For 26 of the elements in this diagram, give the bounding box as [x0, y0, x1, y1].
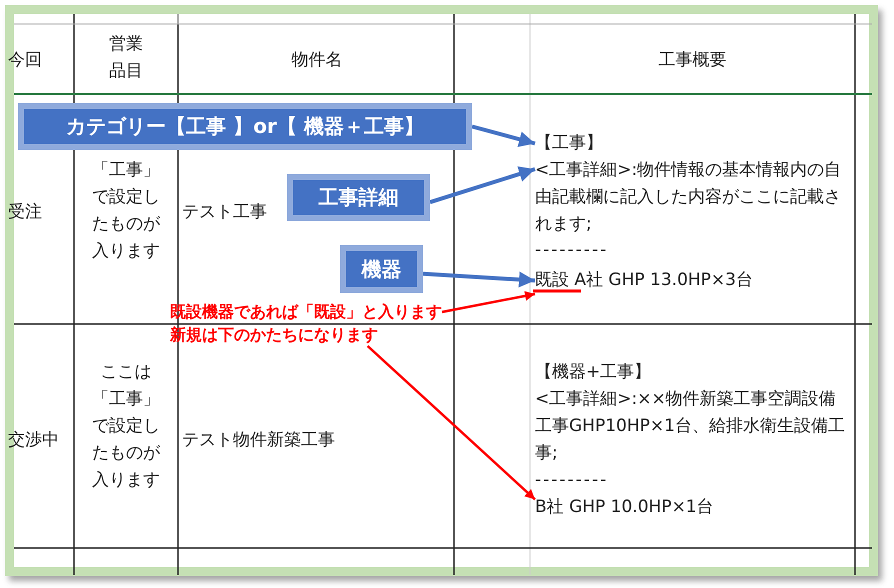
header-text: 物件名 — [290, 49, 344, 72]
callout-box: 機器 — [340, 245, 423, 293]
cell-text: 既設 A社 GHP 13.0HP×3台 — [535, 267, 753, 294]
detail-text: <工事詳細>:××物件新築工事空調設備工事GHP10HP×1台、給排水衛生設備工事; — [535, 388, 846, 465]
header-text: 工事概要 — [658, 49, 728, 72]
status-text: 受注 — [8, 201, 42, 224]
callout-box: カテゴリー【工事 】or【 機器＋工事】 — [18, 103, 472, 150]
arrow — [429, 166, 536, 204]
cell-text: 「工事」で設定したものが入ります — [91, 159, 161, 263]
property-name: テスト物件新築工事 — [182, 429, 335, 452]
separator-line-text: --------- — [535, 469, 608, 492]
header-text: 営業品目 — [108, 33, 144, 83]
separator-line-text: --------- — [535, 239, 608, 262]
cell-text: 【工事】 — [535, 130, 603, 157]
header-text: 今回 — [8, 49, 42, 72]
property-name: テスト工事 — [182, 201, 267, 224]
cell-text: <工事詳細>:物件情報の基本情報内の自由記載欄に記入した内容がここに記載されます; — [535, 157, 847, 238]
category-text: 【機器+工事】 — [535, 361, 652, 384]
arrow — [471, 124, 536, 148]
callout-box: 工事詳細 — [287, 174, 430, 221]
cell-text: ここは「工事」で設定したものが入ります — [91, 361, 161, 492]
arrow — [442, 291, 536, 314]
arrow — [422, 272, 536, 288]
cell-text: B社 GHP 10.0HP×1台 — [535, 494, 714, 521]
arrow — [366, 345, 536, 500]
status-text: 交渉中 — [8, 429, 59, 452]
